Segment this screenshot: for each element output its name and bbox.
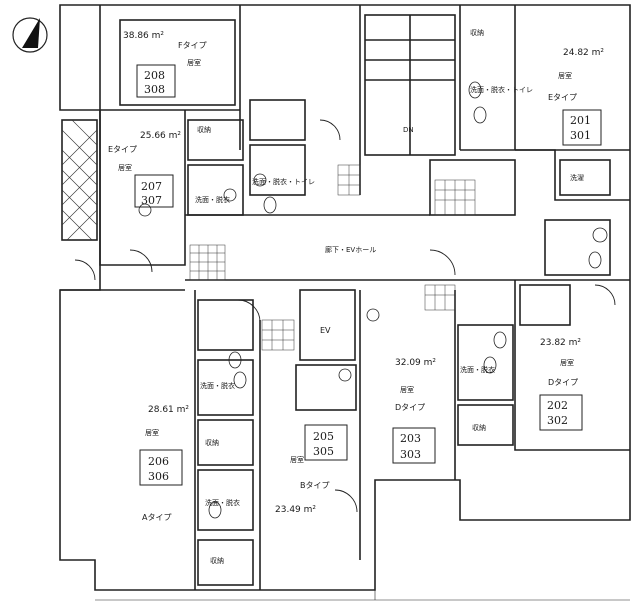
unit-207-type: Eタイプ (108, 145, 137, 154)
storage-label-3: 収納 (205, 438, 219, 447)
unit-201-room: 居室 (558, 71, 572, 80)
stair-down-label: DN (403, 126, 414, 134)
unit-203-number: 203 (400, 432, 421, 445)
storage-label-1: 収納 (197, 125, 211, 134)
unit-205-room: 居室 (290, 455, 304, 464)
unit-208-type: Fタイプ (178, 41, 207, 50)
unit-206-room: 居室 (145, 428, 159, 437)
unit-301-number: 301 (570, 129, 591, 142)
unit-206-type: Aタイプ (142, 513, 171, 522)
unit-307-number: 307 (141, 194, 162, 207)
unit-208-number: 208 (144, 69, 165, 82)
bath-label-205: 洗面・脱衣 (205, 498, 240, 507)
unit-308-number: 308 (144, 83, 165, 96)
unit-207-number: 207 (141, 180, 162, 193)
unit-208-room: 居室 (187, 58, 201, 67)
bath-label-202: 洗面・脱衣 (460, 365, 495, 374)
unit-202-type: Dタイプ (548, 378, 578, 387)
unit-202-room: 居室 (560, 358, 574, 367)
unit-202-number: 202 (547, 399, 568, 412)
bath-label: 洗面・脱衣 (195, 195, 230, 204)
unit-202-area: 23.82 m² (540, 338, 581, 348)
unit-205-type: Bタイプ (300, 481, 330, 490)
unit-203-area: 32.09 m² (395, 358, 436, 368)
unit-205-area: 23.49 m² (275, 505, 316, 515)
unit-305-number: 305 (313, 445, 334, 458)
storage-label-2: 収納 (470, 28, 484, 37)
unit-203-room: 居室 (400, 385, 414, 394)
unit-206-number: 206 (148, 455, 169, 468)
unit-201-area: 24.82 m² (563, 48, 604, 58)
unit-201-type: Eタイプ (548, 93, 577, 102)
north-arrow-icon (12, 17, 48, 53)
unit-201-number: 201 (570, 114, 591, 127)
storage-label-5: 収納 (472, 423, 486, 432)
unit-206-area: 28.61 m² (148, 405, 189, 415)
unit-205-number: 205 (313, 430, 334, 443)
hall-label: 廊下・EVホール (325, 245, 376, 254)
unit-302-number: 302 (547, 414, 568, 427)
unit-303-number: 303 (400, 448, 421, 461)
washer-label: 洗濯 (570, 173, 584, 182)
elevator-label: EV (320, 326, 331, 335)
unit-207-area: 25.66 m² (140, 131, 181, 141)
toilet-label: 洗面・脱衣・トイレ (252, 177, 315, 186)
unit-306-number: 306 (148, 470, 169, 483)
unit-203-type: Dタイプ (395, 403, 425, 412)
bath-label-206: 洗面・脱衣 (200, 381, 235, 390)
toilet-label-201: 洗面・脱衣・トイレ (470, 85, 533, 94)
storage-label-4: 収納 (210, 556, 224, 565)
unit-208-area: 38.86 m² (123, 31, 164, 41)
unit-207-room: 居室 (118, 163, 132, 172)
